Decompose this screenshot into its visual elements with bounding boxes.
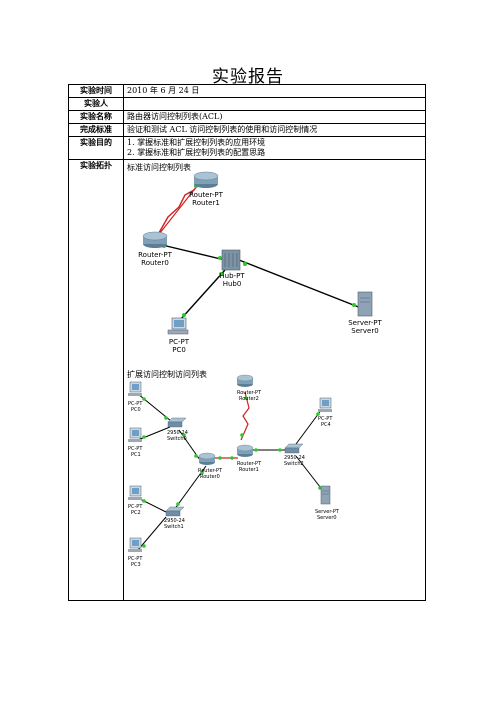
topo2-switch2[interactable] [284, 443, 304, 454]
value-time: 2010 年 6 月 24 日 [123, 84, 426, 98]
topo1-server0[interactable] [357, 291, 373, 317]
purpose-line-1: 1. 掌握标准和扩展控制列表的应用环境 [127, 138, 266, 147]
row-standard: 完成标准 验证和测试 ACL 访问控制列表的使用和访问控制情况 [68, 123, 426, 137]
topology-diagrams: 标准访问控制列表 [127, 162, 382, 568]
value-person [123, 97, 426, 111]
topo1-router0[interactable] [142, 231, 168, 248]
row-person: 实验人 [68, 97, 426, 111]
topo1-router0-type: Router-PT [138, 251, 172, 259]
topo1-router0-name: Router0 [141, 259, 169, 267]
topo2-pc3[interactable] [128, 537, 142, 552]
topo2-router0[interactable] [198, 452, 216, 465]
topo1-router1-name: Router1 [192, 199, 220, 207]
value-purpose: 1. 掌握标准和扩展控制列表的应用环境 2. 掌握标准和扩展控制列表的配置思路 [123, 136, 426, 160]
label-time: 实验时间 [68, 84, 124, 98]
value-standard: 验证和测试 ACL 访问控制列表的使用和访问控制情况 [123, 123, 426, 137]
topo1-links [155, 180, 362, 321]
row-topology: 实验拓扑 标准访问控制列表 [68, 159, 426, 601]
label-standard: 完成标准 [68, 123, 124, 137]
value-topology: 标准访问控制列表 [123, 159, 426, 601]
topo2-switch2-type: 2950-24 [284, 455, 305, 461]
topo2-pc0[interactable] [128, 381, 142, 396]
label-name: 实验名称 [68, 110, 124, 124]
topo1-router1[interactable] [193, 171, 219, 188]
topo2-switch0-type: 2950-24 [167, 430, 188, 436]
topo2-switch1-type: 2950-24 [164, 518, 185, 524]
purpose-line-2: 2. 掌握标准和扩展控制列表的配置思路 [127, 148, 266, 157]
topo2-pc4-name: PC4 [321, 422, 331, 428]
topo1-hub0-name: Hub0 [223, 280, 242, 288]
topo2-server0-type: Server-PT [315, 509, 340, 515]
page-title: 实验报告 [212, 67, 284, 87]
row-purpose: 实验目的 1. 掌握标准和扩展控制列表的应用环境 2. 掌握标准和扩展控制列表的… [68, 136, 426, 160]
topo2-router2-name: Router2 [239, 396, 259, 402]
topo1-server0-type: Server-PT [348, 319, 382, 327]
topo1-pc0-name: PC0 [172, 346, 186, 354]
topo1-pc0[interactable] [167, 317, 189, 335]
topo2-router2[interactable] [236, 374, 254, 387]
topo2-links [137, 391, 325, 551]
topo2-pc4-type: PC-PT [318, 416, 333, 422]
label-purpose: 实验目的 [68, 136, 124, 160]
topo1-caption: 标准访问控制列表 [127, 162, 191, 172]
topo1-hub0[interactable] [221, 249, 241, 271]
topo1-router1-type: Router-PT [189, 191, 223, 199]
topo2-switch0-name: Switch0 [167, 436, 187, 442]
row-name: 实验名称 路由器访问控制列表(ACL) [68, 110, 426, 124]
topo2-pc0-name: PC0 [131, 407, 141, 413]
topo2-pc2-name: PC2 [131, 510, 141, 516]
report-table: 实验时间 2010 年 6 月 24 日 实验人 实验名称 路由器访问控制列表(… [68, 84, 426, 601]
topo2-router2-type: Router-PT [237, 390, 262, 396]
topo2-pc0-type: PC-PT [128, 401, 143, 407]
topo2-switch1[interactable] [165, 506, 185, 517]
topo2-switch1-name: Switch1 [164, 524, 184, 530]
topo2-server0[interactable] [320, 485, 331, 505]
value-name: 路由器访问控制列表(ACL) [123, 110, 426, 124]
topo2-pc3-name: PC3 [131, 562, 141, 568]
topo2-router1[interactable] [236, 444, 254, 457]
topo2-pc1-type: PC-PT [128, 446, 143, 452]
topo2-pc1-name: PC1 [131, 452, 141, 458]
topo2-switch0[interactable] [167, 417, 187, 428]
topo2-router1-name: Router1 [239, 467, 259, 473]
label-person: 实验人 [68, 97, 124, 111]
topo1-hub0-type: Hub-PT [219, 272, 245, 280]
topo2-caption: 扩展访问控制访问列表 [127, 369, 207, 379]
row-time: 实验时间 2010 年 6 月 24 日 [68, 84, 426, 98]
topo1-server0-name: Server0 [351, 327, 378, 335]
topo2-switch2-name: Switch2 [284, 461, 304, 467]
topo2-router0-type: Router-PT [198, 468, 223, 474]
topo2-router0-name: Router0 [200, 474, 220, 480]
topo2-pc1[interactable] [128, 427, 142, 442]
topo2-pc2[interactable] [128, 485, 142, 500]
topo2-router1-type: Router-PT [237, 461, 262, 467]
topo1-pc0-type: PC-PT [169, 338, 190, 346]
topo2-pc3-type: PC-PT [128, 556, 143, 562]
topo2-pc2-type: PC-PT [128, 504, 143, 510]
topo2-pc4[interactable] [318, 397, 332, 412]
label-topology: 实验拓扑 [68, 159, 124, 601]
topo2-server0-name: Server0 [317, 515, 337, 521]
